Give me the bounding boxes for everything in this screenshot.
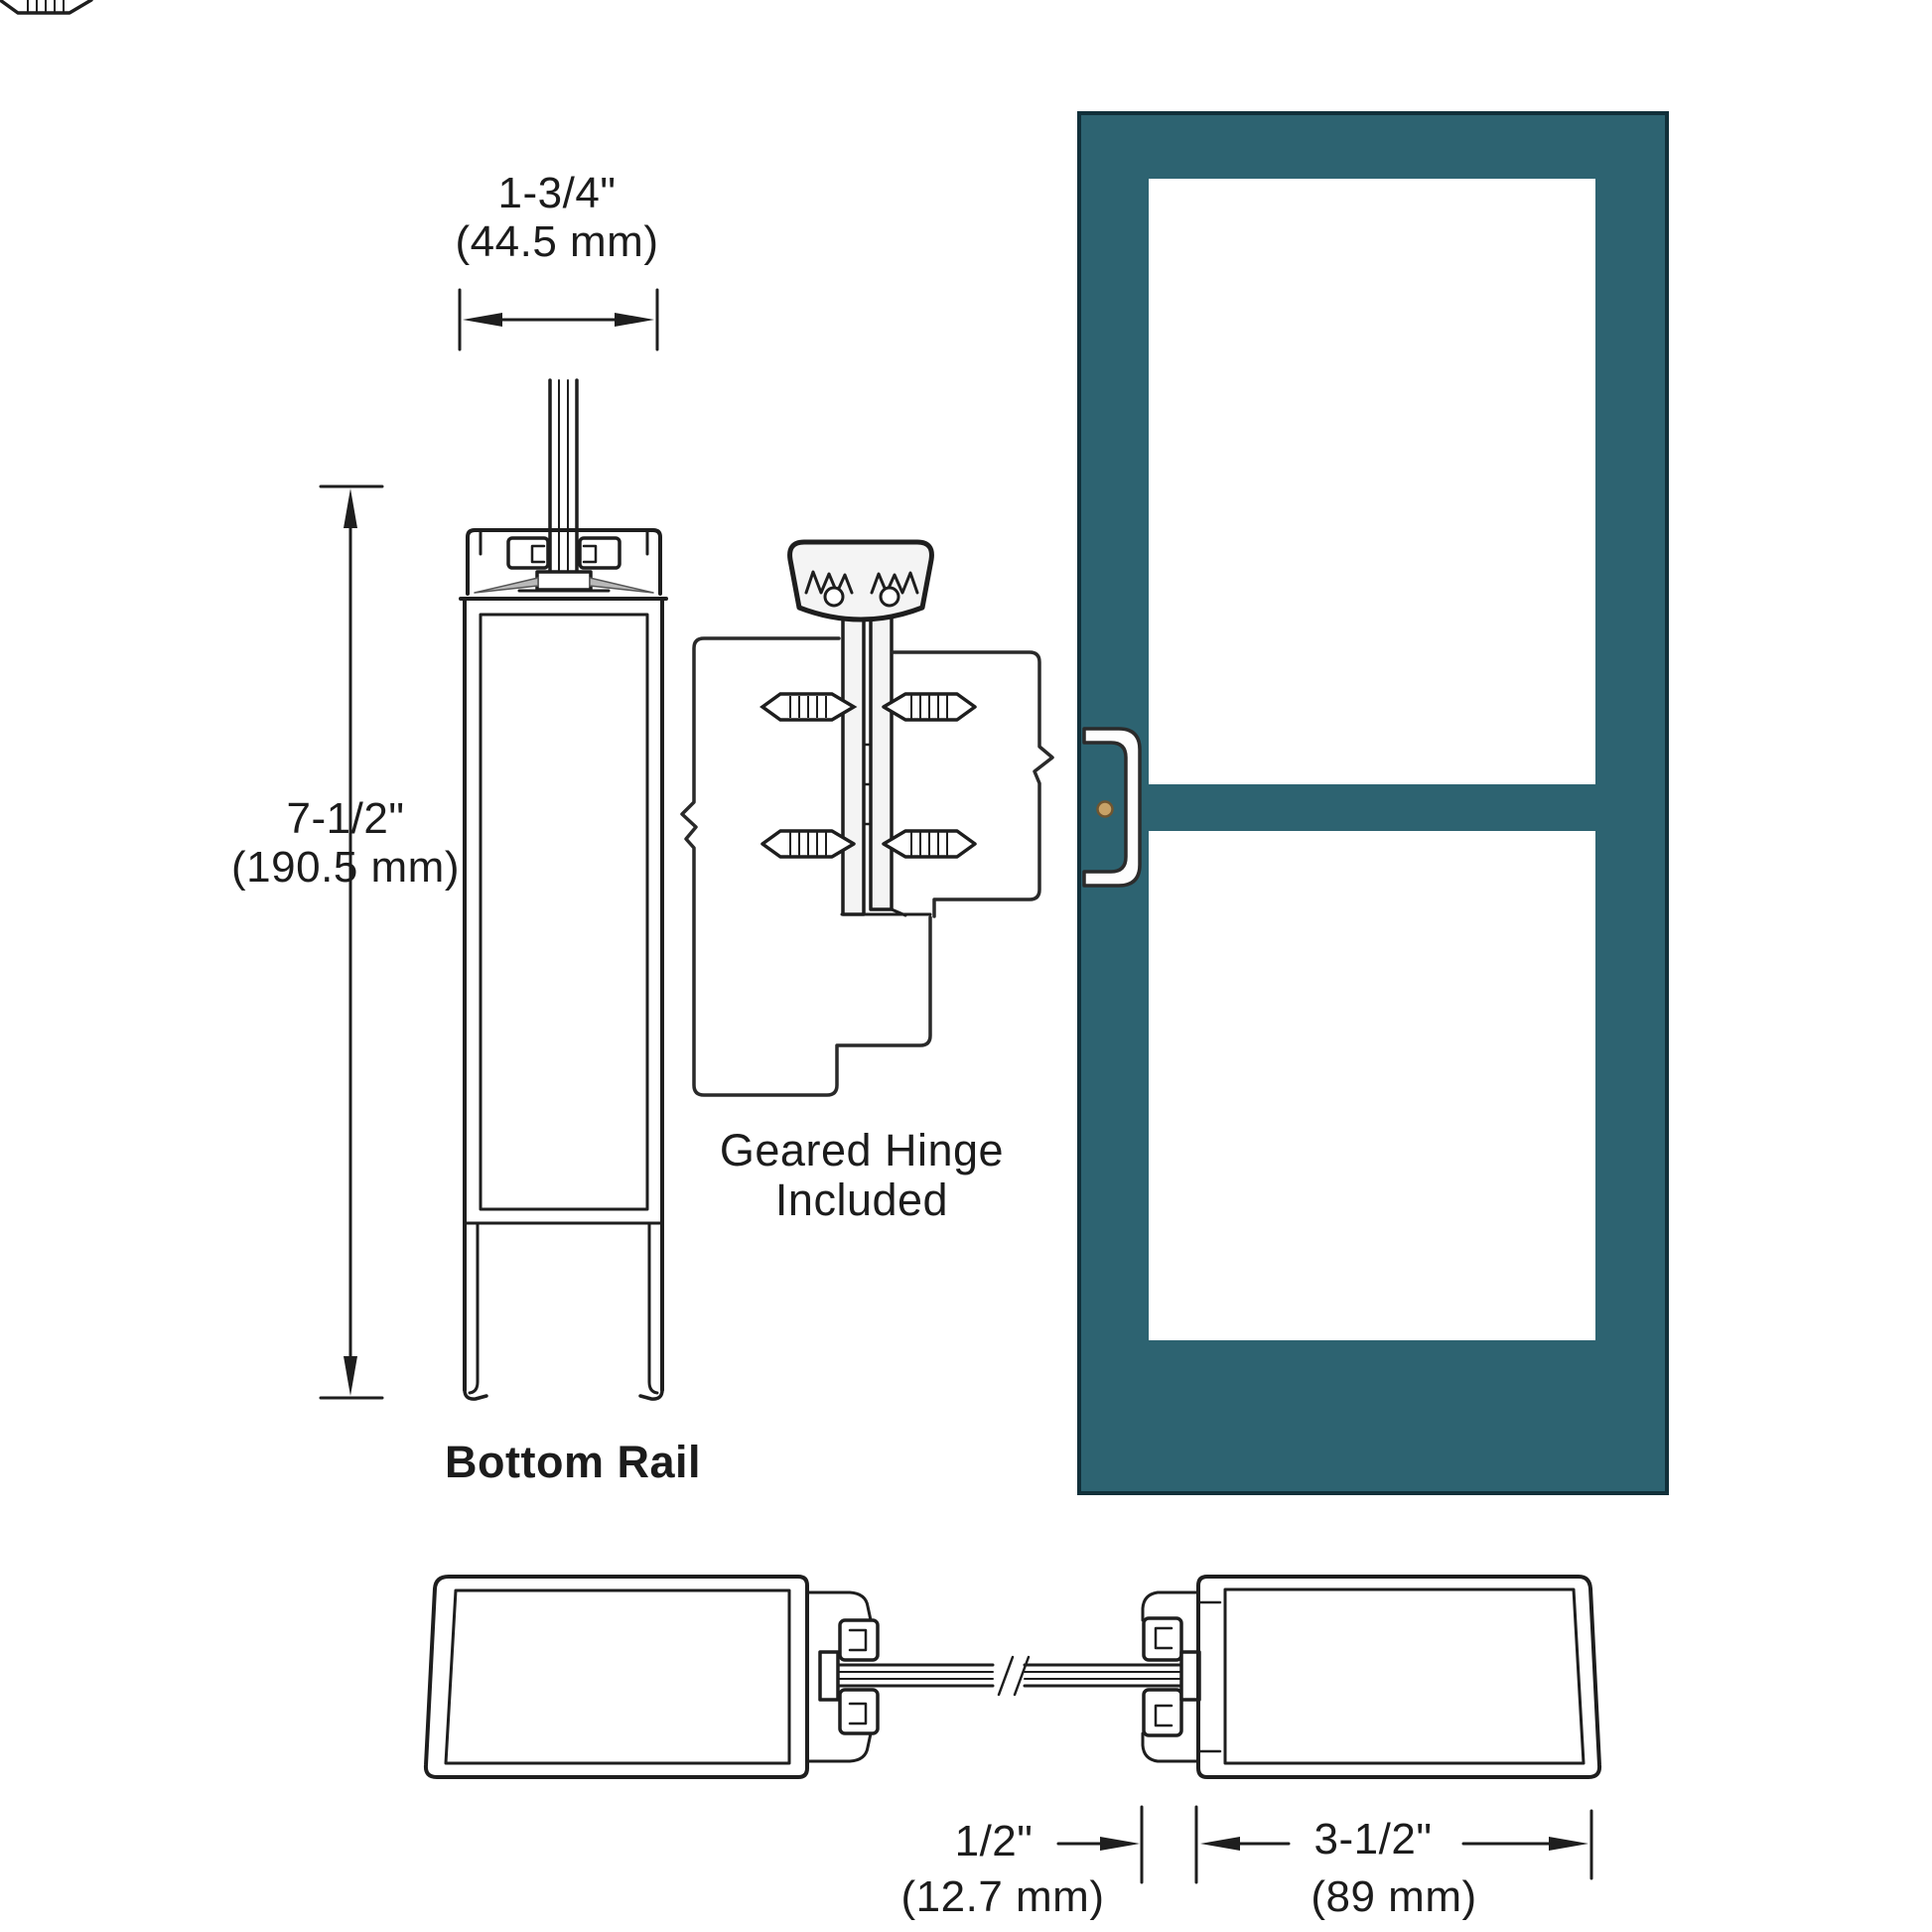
door-thickness-metric: (44.5 mm): [455, 217, 659, 267]
frame-jamb-outline: [680, 636, 932, 1097]
left-rail-profile: [423, 1575, 809, 1779]
stile-depth-dimension: [1200, 1809, 1593, 1880]
rail-height-metric: (190.5 mm): [231, 843, 460, 893]
geared-hinge-section: [0, 0, 1054, 1097]
stile-depth-imperial: 3-1/2": [1313, 1815, 1433, 1863]
bottom-rail-label: Bottom Rail: [445, 1437, 701, 1487]
hinge-leaf: [841, 600, 866, 916]
glass-edge-lines: [548, 378, 579, 586]
glazing-gasket: [506, 536, 550, 570]
hinge-leaf: [869, 600, 894, 911]
hinge-screws: [0, 0, 977, 859]
door-pull-handle: [1082, 727, 1142, 888]
glass-gap-dimension: [1056, 1805, 1198, 1884]
glazing-gasket: [838, 1618, 880, 1662]
glass-gap-imperial: 1/2": [954, 1817, 1034, 1865]
glazing-gasket: [578, 536, 621, 570]
door-thickness-imperial: 1-3/4": [497, 169, 617, 217]
door-hardware: [1082, 727, 1142, 888]
right-stile-profile: [1196, 1575, 1602, 1779]
rail-height-imperial: 7-1/2": [286, 794, 405, 843]
geared-hinge-label-line1: Geared Hinge: [719, 1125, 1005, 1175]
door-stile-outline: [891, 650, 1054, 918]
door-glass-upper: [1149, 179, 1595, 784]
glass-gap-metric: (12.7 mm): [900, 1872, 1105, 1921]
geared-hinge-label-line2: Included: [774, 1174, 949, 1226]
lock-cylinder: [1096, 800, 1114, 818]
bottom-rail-section: [459, 378, 668, 1401]
stile-plan-section: [423, 1575, 1602, 1779]
glazing-gasket: [838, 1688, 880, 1735]
stile-depth-metric: (89 mm): [1311, 1872, 1477, 1921]
door-thickness-dimension: [458, 288, 659, 351]
glazing-gasket: [1142, 1616, 1183, 1662]
door-glass-lower: [1149, 831, 1595, 1340]
rail-height-dimension: [319, 484, 384, 1400]
door-thickness-label: 1-3/4" (44.5 mm): [456, 169, 659, 267]
geared-hinge-label: Geared Hinge Included: [719, 1125, 1005, 1226]
glazing-gasket: [1142, 1688, 1183, 1737]
rail-height-label: 7-1/2" (190.5 mm): [231, 794, 460, 893]
glass-plan-lines: [837, 1663, 1183, 1688]
door-panel: [1077, 111, 1669, 1495]
